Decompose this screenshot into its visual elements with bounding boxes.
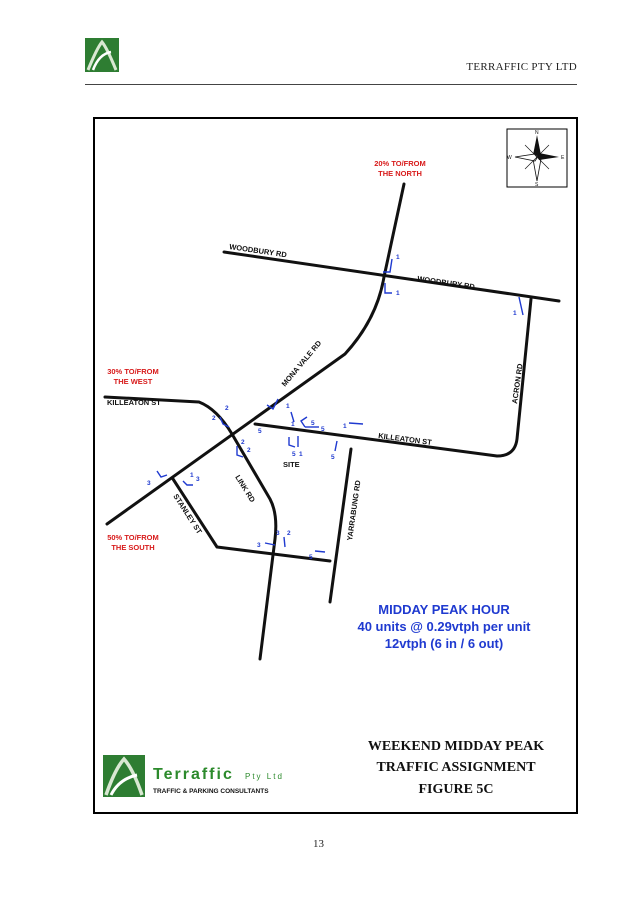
south-pct-label: 50% TO/FROM (107, 533, 159, 542)
woodbury-rd-east-label: WOODBURY RD (417, 274, 476, 291)
header-rule (85, 84, 577, 85)
volume-label: 2 (287, 530, 291, 537)
killeaton-st-west-label: KILLEATON ST (107, 398, 161, 407)
brand-name: Terraffic (153, 766, 234, 783)
volume-label: 3 (276, 530, 280, 537)
volume-label: 1 (190, 472, 194, 479)
volume-label: 3 (196, 476, 200, 483)
compass-s: S (535, 182, 539, 188)
compass-n: N (535, 130, 539, 136)
site-label: SITE (283, 460, 300, 469)
figure-title-line-2: TRAFFIC ASSIGNMENT (376, 760, 536, 775)
compass-w: W (507, 155, 512, 161)
stanley-street (171, 477, 332, 563)
volume-label: 1 (299, 451, 303, 458)
volume-label: 2 (225, 405, 229, 412)
west-pct-label: 30% TO/FROM (107, 367, 159, 376)
volume-label: 1 (291, 421, 295, 428)
volume-label: 5 (331, 454, 335, 461)
volume-label: 1 (286, 403, 290, 410)
traffic-map: N S E W WOODBURY RD WOODBURY RD MONA VAL… (103, 128, 568, 797)
compass-rose: N S E W (506, 128, 568, 188)
killeaton-acron-road (253, 297, 533, 458)
volume-label: 3 (257, 542, 261, 549)
volume-label: 2 (241, 439, 245, 446)
volume-label: 1 (343, 423, 347, 430)
volume-label: 2 (247, 447, 251, 454)
volume-label: 5 (258, 428, 262, 435)
killeaton-link-road (103, 395, 278, 661)
volume-label: 1 (396, 254, 400, 261)
volume-label: 5 (321, 426, 325, 433)
west-dir-label: THE WEST (114, 377, 153, 386)
volume-label: 1 (513, 310, 517, 317)
company-name: TERRAFFIC PTY LTD (466, 61, 577, 73)
figure-title-line-3: FIGURE 5C (418, 782, 493, 797)
figure-frame: N S E W WOODBURY RD WOODBURY RD MONA VAL… (93, 117, 578, 814)
mona-vale-rd-label: MONA VALE RD (280, 338, 324, 388)
page-number: 13 (313, 838, 324, 850)
brand-logo (103, 755, 145, 797)
stanley-st-label: STANLEY ST (171, 492, 204, 536)
peak-line-1: 40 units @ 0.29vtph per unit (357, 619, 531, 634)
volume-label: 5 (292, 451, 296, 458)
brand-tagline: TRAFFIC & PARKING CONSULTANTS (153, 788, 269, 795)
woodbury-road (222, 250, 561, 303)
volume-label: 3 (147, 480, 151, 487)
compass-e: E (561, 155, 565, 161)
volume-label: 2 (212, 415, 216, 422)
figure-title-line-1: WEEKEND MIDDAY PEAK (368, 739, 544, 754)
peak-title: MIDDAY PEAK HOUR (378, 602, 510, 617)
company-logo (85, 38, 119, 72)
volume-label: 1 (396, 290, 400, 297)
volume-label: 5 (311, 420, 315, 427)
yarrabung-rd-label: YARRABUNG RD (345, 479, 362, 541)
north-pct-label: 20% TO/FROM (374, 159, 426, 168)
volume-label: 5 (309, 554, 313, 561)
yarrabung-road (328, 447, 353, 604)
peak-line-2: 12vtph (6 in / 6 out) (385, 636, 503, 651)
mona-vale-road (105, 182, 406, 526)
volume-arrows (156, 258, 524, 553)
brand-suffix: Pty Ltd (245, 772, 284, 781)
north-dir-label: THE NORTH (378, 169, 422, 178)
south-dir-label: THE SOUTH (111, 543, 154, 552)
link-rd-label: LINK RD (233, 473, 257, 504)
